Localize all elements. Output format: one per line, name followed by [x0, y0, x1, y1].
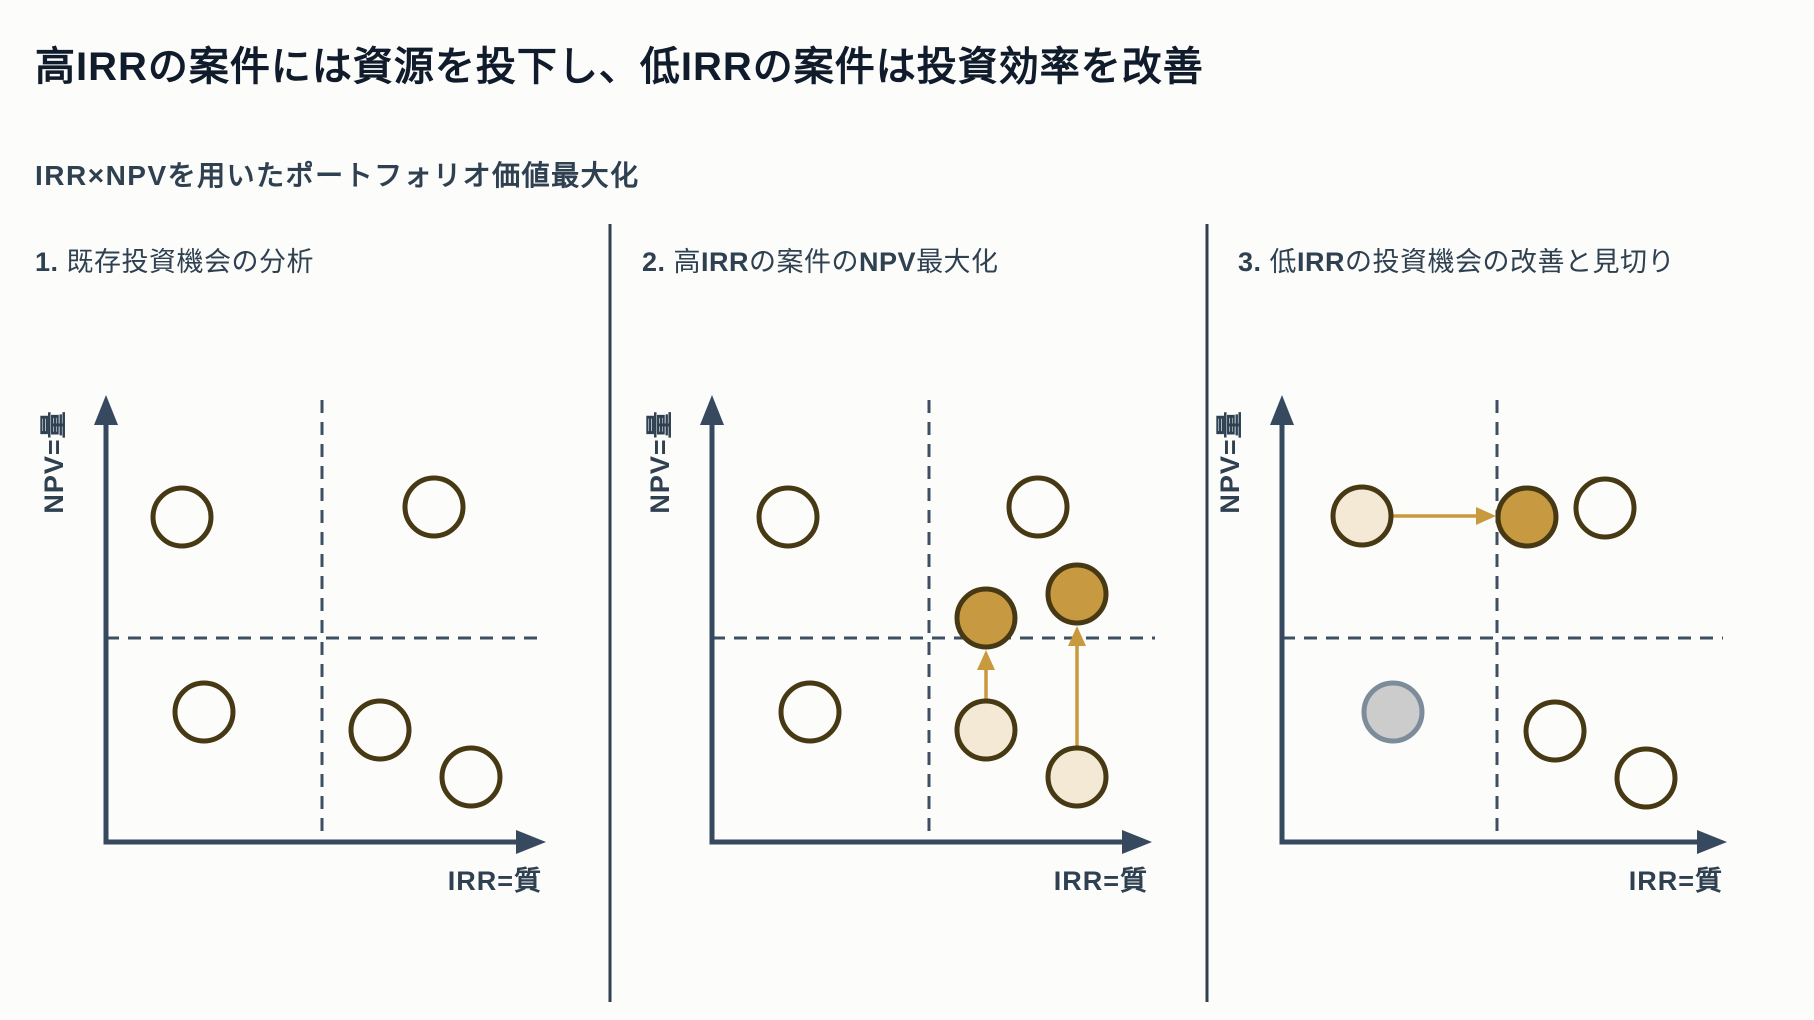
project-circle-open — [439, 745, 503, 809]
project-circle-open — [172, 680, 236, 744]
project-circle-gold — [954, 586, 1018, 650]
panel-header-part: 高 — [673, 247, 702, 277]
chart-panel-2: NPV=量 IRR=質 — [645, 395, 1155, 896]
x-axis-label: IRR=質 — [448, 866, 542, 896]
panel-header-part: 低 — [1269, 247, 1298, 277]
project-circle-open — [756, 485, 820, 549]
y-axis-label: NPV=量 — [1215, 410, 1245, 513]
project-circle-open — [1523, 699, 1587, 763]
panel-header-part: NPV — [859, 247, 917, 277]
project-circle-beige — [954, 698, 1018, 762]
panel-header-part: 最大化 — [916, 247, 999, 277]
project-circle-beige — [1330, 484, 1394, 548]
panel-header-2: 2. 高IRRの案件のNPV最大化 — [642, 238, 999, 286]
panel-header-1: 1. 既存投資機会の分析 — [35, 238, 314, 286]
y-axis-arrowhead-icon — [94, 395, 118, 425]
project-circle-open — [402, 475, 466, 539]
project-circle-open — [1614, 746, 1678, 810]
chart-panel-1: NPV=量 IRR=質 — [39, 395, 546, 896]
page-title: 高IRRの案件には資源を投下し、低IRRの案件は投資効率を改善 — [35, 45, 1204, 89]
panel-header-part: IRR — [1297, 247, 1346, 277]
x-axis-arrowhead-icon — [1697, 830, 1727, 854]
page-subtitle: IRR×NPVを用いたポートフォリオ価値最大化 — [35, 160, 640, 191]
project-circle-gold — [1045, 562, 1109, 626]
y-axis-arrowhead-icon — [1270, 395, 1294, 425]
panel-header-3: 3. 低IRRの投資機会の改善と見切り — [1238, 238, 1675, 286]
panel-header-part: 2. — [642, 247, 674, 277]
shift-arrowhead-icon — [1476, 507, 1496, 525]
project-circle-beige — [1045, 745, 1109, 809]
panel-header-part: の投資機会の改善と見切り — [1345, 247, 1676, 277]
shift-arrowhead-icon — [1068, 626, 1086, 646]
x-axis-label: IRR=質 — [1629, 866, 1723, 896]
panel-header-part: 1. — [35, 247, 67, 277]
shift-arrowhead-icon — [977, 650, 995, 670]
project-circle-open — [1573, 476, 1637, 540]
panel-header-part: IRR — [701, 247, 750, 277]
chart-panel-3: NPV=量 IRR=質 — [1215, 395, 1727, 896]
panel-header-part: 既存投資機会の分析 — [66, 247, 315, 277]
x-axis-label: IRR=質 — [1054, 866, 1148, 896]
project-circle-open — [150, 485, 214, 549]
project-circle-open — [1006, 475, 1070, 539]
project-circle-gold — [1495, 485, 1559, 549]
x-axis-arrowhead-icon — [1122, 830, 1152, 854]
project-circle-gray — [1361, 680, 1425, 744]
y-axis-label: NPV=量 — [39, 410, 69, 513]
project-circle-open — [348, 698, 412, 762]
y-axis-arrowhead-icon — [700, 395, 724, 425]
panel-header-part: 3. — [1238, 247, 1270, 277]
project-circle-open — [778, 680, 842, 744]
y-axis-label: NPV=量 — [645, 410, 675, 513]
x-axis-arrowhead-icon — [516, 830, 546, 854]
panel-header-part: の案件の — [749, 247, 860, 277]
